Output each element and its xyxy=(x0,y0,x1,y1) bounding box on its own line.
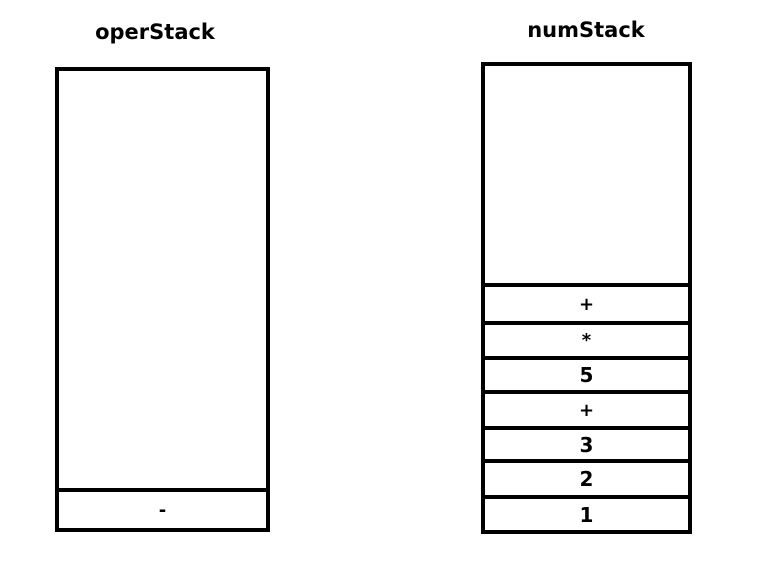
num-stack-cell: + xyxy=(485,390,688,426)
num-stack-cell: 2 xyxy=(485,459,688,495)
oper-stack-title: operStack xyxy=(95,20,215,44)
num-stack-container: + * 5 + 3 2 1 xyxy=(481,62,692,534)
oper-stack-container: - xyxy=(55,67,270,532)
num-stack-cell: 5 xyxy=(485,356,688,390)
num-stack-cell: * xyxy=(485,321,688,356)
num-stack-title: numStack xyxy=(527,18,645,42)
num-stack-cell: + xyxy=(485,283,688,321)
oper-stack-cell: - xyxy=(59,488,266,528)
num-stack-cell: 1 xyxy=(485,495,688,530)
num-stack-cell: 3 xyxy=(485,426,688,459)
